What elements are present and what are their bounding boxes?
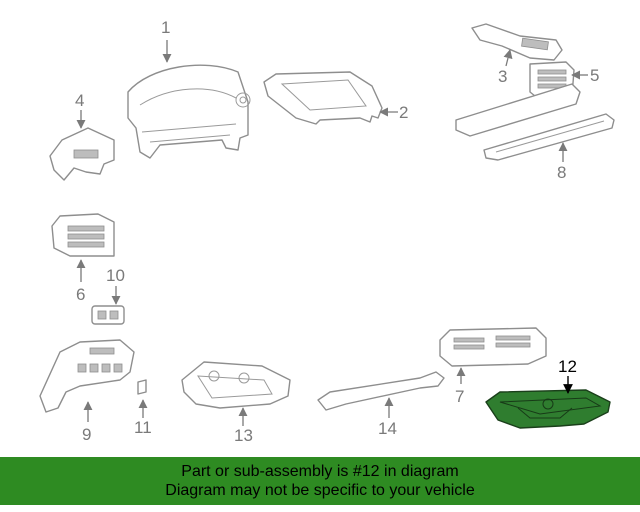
part-13-console-bracket[interactable] [181,361,291,409]
callout-14: 14 [378,419,397,438]
part-12-highlighted-bracket[interactable] [485,389,611,429]
callout-4: 4 [75,91,84,110]
part-14-trim-strip[interactable] [317,371,445,411]
part-1-cluster-housing[interactable] [127,64,251,159]
banner-line-1: Part or sub-assembly is #12 in diagram [181,463,459,480]
part-8-dash-trim[interactable] [483,113,615,161]
banner-line-2: Diagram may not be specific to your vehi… [165,482,475,499]
callout-3: 3 [498,67,507,86]
part-4-left-vent[interactable] [49,127,115,181]
info-banner: Part or sub-assembly is #12 in diagram D… [0,457,640,505]
part-2-display-bezel[interactable] [263,71,383,125]
callout-12: 12 [558,357,577,376]
callout-6: 6 [76,285,85,304]
part-6-left-air-vent[interactable] [51,213,115,257]
callout-5: 5 [590,66,599,85]
part-trim-panel[interactable] [455,83,581,137]
callout-2: 2 [399,103,408,122]
part-7-center-air-vent[interactable] [439,327,547,367]
parts-diagram: 1 2 3 5 8 4 6 [39,18,615,445]
callout-8: 8 [557,163,566,182]
callout-1: 1 [161,18,170,37]
callout-11: 11 [134,418,152,437]
part-11-clip[interactable] [137,379,147,395]
callout-7: 7 [455,387,464,406]
part-10-switch[interactable] [91,305,125,325]
part-3-upper-vent[interactable] [471,23,563,61]
callout-13: 13 [234,426,253,445]
callout-9: 9 [82,425,91,444]
callout-10: 10 [106,266,125,285]
part-9-switch-panel[interactable] [39,339,135,413]
callout-3-leader [503,49,513,67]
